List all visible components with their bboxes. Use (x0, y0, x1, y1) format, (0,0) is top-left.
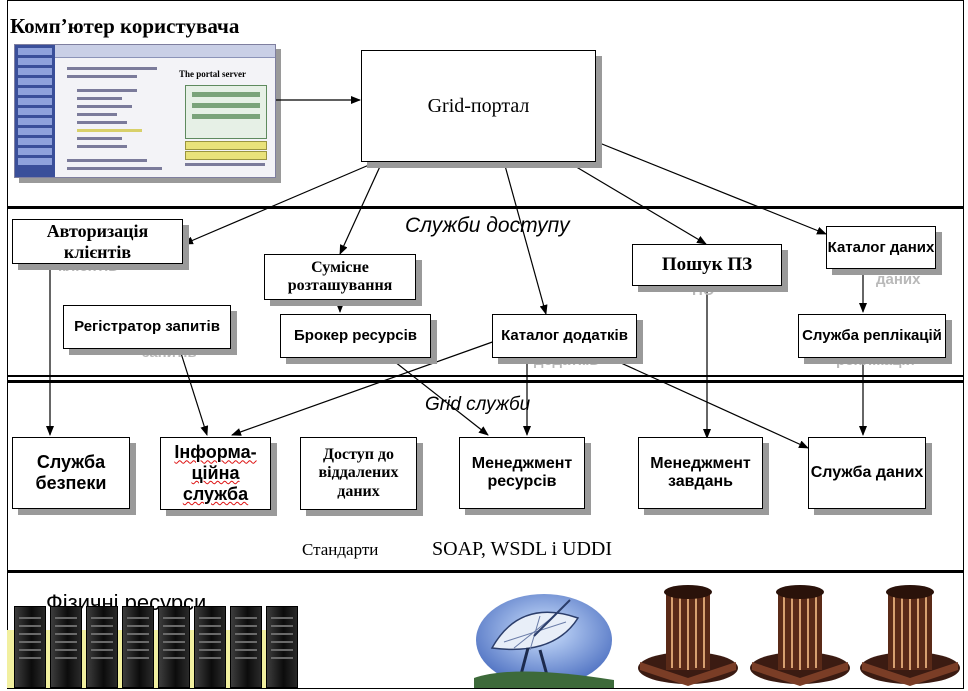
server-tower-icon (230, 606, 262, 688)
app-catalog-box: Каталог додатків (492, 314, 637, 358)
information-service-box: Інформа-ційна служба (160, 437, 271, 510)
task-management-box: Менеджмент завдань (638, 437, 763, 509)
data-service-box: Служба даних (808, 437, 926, 509)
server-tower-icon (158, 606, 190, 688)
middle-separator-a (7, 375, 964, 377)
client-authorization-box: Авторизація клієнтів (12, 219, 183, 264)
screenshot-portal-server-title: The portal server (179, 69, 246, 79)
request-registrar-box: Регістратор запитів (63, 305, 231, 349)
access-services-caption: Служби доступу (405, 214, 570, 237)
data-catalog-ghost-text: даних (876, 271, 921, 288)
server-tower-icon (14, 606, 46, 688)
request-registrar-label: Регістратор запитів (74, 318, 220, 336)
software-ghost-text: ПО (692, 282, 715, 299)
server-tower-icon (194, 606, 226, 688)
server-tower-icon (50, 606, 82, 688)
data-catalog-label: Каталог даних (827, 238, 935, 256)
data-service-label: Служба даних (810, 463, 924, 481)
middle-separator-b (7, 380, 964, 383)
resource-management-label: Менеджмент ресурсів (471, 454, 573, 490)
client-authorization-label: Авторизація клієнтів (46, 220, 149, 262)
remote-data-access-box: Доступ до віддалених даних (300, 437, 417, 510)
screenshot-portal-box (185, 85, 267, 139)
grid-services-caption: Grid служби (425, 394, 531, 415)
resource-management-box: Менеджмент ресурсів (459, 437, 585, 509)
app-catalog-label: Каталог додатків (501, 327, 628, 345)
data-catalog-box: Каталог даних (826, 226, 936, 269)
diagram-frame (7, 0, 964, 689)
software-search-label: Пошук ПЗ (661, 254, 753, 276)
security-service-box: Служба безпеки (12, 437, 130, 509)
remote-data-access-label: Доступ до віддалених даних (318, 445, 399, 500)
satellite-dish-icon (474, 594, 614, 688)
server-tower-icon (122, 606, 154, 688)
screenshot-sidebar (15, 45, 55, 177)
supercomputer-icon (860, 585, 960, 686)
colocation-label: Сумісне розташування (287, 258, 393, 294)
top-separator (7, 206, 964, 209)
security-service-label: Служба безпеки (35, 452, 107, 493)
software-search-box: Пошук ПЗ (632, 244, 782, 286)
supercomputer-icon (638, 585, 738, 686)
replication-service-label: Служба реплікацій (802, 327, 942, 345)
resource-broker-box: Брокер ресурсів (280, 314, 431, 358)
replication-service-box: Служба реплікацій (798, 314, 946, 358)
colocation-box: Сумісне розташування (264, 254, 416, 300)
supercomputer-icon (750, 585, 850, 686)
grid-portal-label: Grid-портал (427, 94, 530, 117)
portal-screenshot: The portal server (14, 44, 276, 178)
information-service-label: Інформа-ційна служба (174, 442, 257, 504)
grid-portal-box: Grid-портал (361, 50, 596, 162)
screenshot-topbar (55, 45, 275, 58)
server-tower-icon (86, 606, 118, 688)
user-computer-title: Комп’ютер користувача (10, 14, 240, 38)
resource-broker-label: Брокер ресурсів (294, 327, 417, 345)
task-management-label: Менеджмент завдань (650, 454, 751, 490)
standards-list: SOAP, WSDL і UDDI (432, 538, 613, 560)
standards-label: Стандарти (302, 540, 379, 559)
bottom-separator (7, 570, 964, 573)
server-tower-icon (266, 606, 298, 688)
